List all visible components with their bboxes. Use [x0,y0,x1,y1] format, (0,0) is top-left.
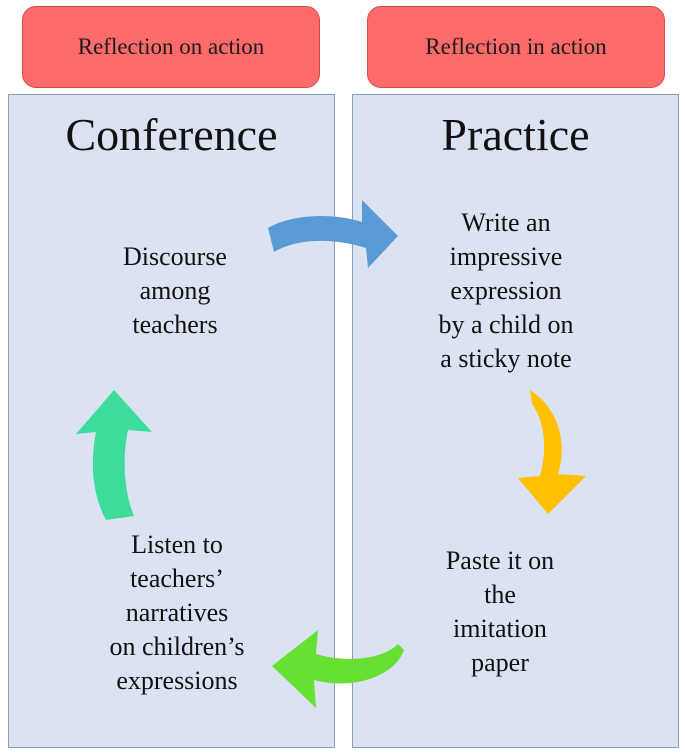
step-discourse-among-teachers: Discourse among teachers [123,242,227,339]
practice-panel [352,94,679,748]
step-paste-on-imitation-paper: Paste it on the imitation paper [445,546,555,677]
reflection-in-action-tag: Reflection in action [367,6,665,88]
cycle-arrow-right-icon [268,200,398,268]
cycle-arrow-up-icon [76,390,152,520]
cycle-arrow-down-icon [518,390,586,514]
reflection-on-action-tag: Reflection on action [22,6,320,88]
cycle-arrow-left-icon [272,630,404,708]
step-write-expression-on-sticky-note: Write an impressive expression by a chil… [438,208,574,373]
practice-heading: Practice [441,109,590,160]
step-listen-to-narratives: Listen to teachers’ narratives on childr… [109,530,245,695]
conference-panel [8,94,335,748]
conference-heading: Conference [65,109,278,160]
